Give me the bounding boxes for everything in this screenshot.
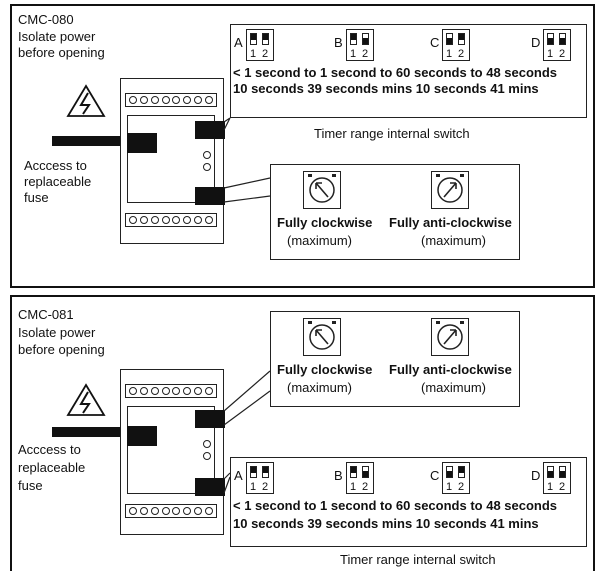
access-line-2: replaceable xyxy=(24,174,92,189)
panel-cmc-081: CMC-081 Isolate power before opening Acc… xyxy=(10,295,595,571)
terminal-row-top xyxy=(125,384,217,398)
potentiometer-icon xyxy=(303,318,341,356)
dip-switch-block xyxy=(195,478,225,496)
potentiometer-box: Fully clockwise (maximum) Fully anti-clo… xyxy=(270,164,520,260)
access-line-3: fuse xyxy=(24,190,49,205)
dip-label-c: C xyxy=(430,468,440,483)
led-2 xyxy=(203,452,211,460)
high-voltage-warning-icon xyxy=(66,84,106,117)
terminal-row-bottom xyxy=(125,504,217,518)
access-line-1: Acccess to xyxy=(24,158,87,173)
dip-label-d: D xyxy=(531,468,541,483)
warning-line-2: before opening xyxy=(18,45,105,60)
relay-unit xyxy=(120,369,225,535)
warning-line-1: Isolate power xyxy=(18,325,96,340)
high-voltage-warning-icon xyxy=(66,383,106,416)
timer-range-line-2: 10 seconds 39 seconds mins 10 seconds 41… xyxy=(233,81,539,96)
dip-label-a: A xyxy=(234,468,243,483)
potentiometer-block xyxy=(195,410,225,428)
warning-line-2: before opening xyxy=(18,342,105,357)
warning-line-1: Isolate power xyxy=(18,29,96,44)
fully-anticlockwise-label: Fully anti-clockwise xyxy=(389,215,512,230)
callout-lines xyxy=(223,117,271,203)
led-1 xyxy=(203,440,211,448)
panel-cmc-080: CMC-080 Isolate power before opening Acc… xyxy=(10,4,595,288)
model-label: CMC-080 xyxy=(18,12,74,27)
timer-range-line-2: 10 seconds 39 seconds mins 10 seconds 41… xyxy=(233,516,539,531)
timer-range-line-1: < 1 second to 1 second to 60 seconds to … xyxy=(233,65,558,80)
fully-anticlockwise-sub: (maximum) xyxy=(421,380,486,395)
dip-switch-block xyxy=(195,121,225,139)
dip-label-c: C xyxy=(430,35,440,50)
fully-clockwise-sub: (maximum) xyxy=(287,233,352,248)
model-label: CMC-081 xyxy=(18,307,74,322)
potentiometer-icon xyxy=(303,171,341,209)
fully-clockwise-label: Fully clockwise xyxy=(277,362,373,377)
access-line-1: Acccess to xyxy=(18,442,81,457)
terminal-row-top xyxy=(125,93,217,107)
fully-clockwise-label: Fully clockwise xyxy=(277,215,373,230)
callout-lines xyxy=(223,370,271,494)
fully-anticlockwise-label: Fully anti-clockwise xyxy=(389,362,512,377)
led-2 xyxy=(203,163,211,171)
potentiometer-block xyxy=(195,187,225,205)
fuse-holder xyxy=(127,426,157,446)
dip-label-b: B xyxy=(334,35,343,50)
terminal-row-bottom xyxy=(125,213,217,227)
fuse-holder xyxy=(127,133,157,153)
timer-range-caption: Timer range internal switch xyxy=(314,126,470,141)
timer-range-caption: Timer range internal switch xyxy=(340,552,496,567)
timer-range-line-1: < 1 second to 1 second to 60 seconds to … xyxy=(233,498,558,513)
potentiometer-icon xyxy=(431,171,469,209)
dip-label-d: D xyxy=(531,35,541,50)
dip-label-b: B xyxy=(334,468,343,483)
potentiometer-box: Fully clockwise (maximum) Fully anti-clo… xyxy=(270,311,520,407)
potentiometer-icon xyxy=(431,318,469,356)
access-line-2: replaceable xyxy=(18,460,86,475)
dip-label-a: A xyxy=(234,35,243,50)
led-1 xyxy=(203,151,211,159)
fully-anticlockwise-sub: (maximum) xyxy=(421,233,486,248)
access-line-3: fuse xyxy=(18,478,43,493)
fully-clockwise-sub: (maximum) xyxy=(287,380,352,395)
relay-unit xyxy=(120,78,225,244)
